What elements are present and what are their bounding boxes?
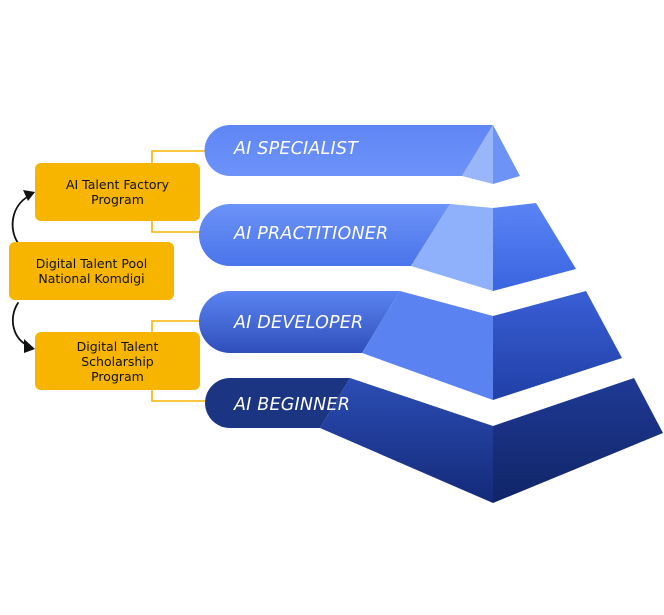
tier-beginner [205, 378, 663, 503]
tier-specialist-face-left [462, 125, 493, 184]
tier-specialist-pill [204, 125, 494, 176]
tier-specialist-face-right [493, 125, 520, 184]
tier-developer [199, 291, 622, 400]
connector-factory-specialist [151, 150, 208, 163]
tier-practitioner [199, 203, 576, 291]
program-box-scholarship: Digital Talent Scholarship Program [35, 332, 200, 390]
arrow-up-to-factory [11, 195, 30, 244]
tier-beginner-face-right [493, 378, 663, 503]
tier-practitioner-face-right [493, 203, 576, 291]
program-scholarship-label: Digital Talent Scholarship Program [76, 338, 159, 384]
program-factory-label: AI Talent Factory Program [65, 177, 170, 207]
tier-label-beginner: AI BEGINNER [234, 395, 351, 415]
tier-developer-face-left [362, 291, 493, 400]
program-box-pool: Digital Talent Pool National Komdigi [9, 242, 174, 300]
tier-practitioner-face-left [411, 204, 493, 291]
program-box-factory: AI Talent Factory Program [35, 163, 200, 221]
connector-scholarship-developer [151, 320, 208, 333]
connector-scholarship-beginner [151, 388, 208, 402]
tier-label-practitioner: AI PRACTITIONER [234, 224, 389, 244]
tier-developer-face-right [493, 291, 622, 400]
program-pool-label: Digital Talent Pool National Komdigi [35, 256, 148, 286]
arrow-up-head [23, 190, 35, 201]
connector-factory-practitioner [151, 220, 208, 233]
connector-lines [151, 150, 208, 402]
tier-beginner-pill [205, 378, 350, 428]
flow-arrows [11, 190, 35, 353]
tier-label-specialist: AI SPECIALIST [234, 139, 359, 159]
arrow-down-to-scholarship [11, 302, 30, 347]
tier-beginner-face-left [320, 378, 493, 503]
tier-practitioner-pill [199, 204, 450, 266]
arrow-down-head [24, 339, 35, 353]
tier-specialist [204, 125, 520, 184]
tier-label-developer: AI DEVELOPER [234, 313, 364, 333]
tier-developer-pill [199, 291, 400, 353]
